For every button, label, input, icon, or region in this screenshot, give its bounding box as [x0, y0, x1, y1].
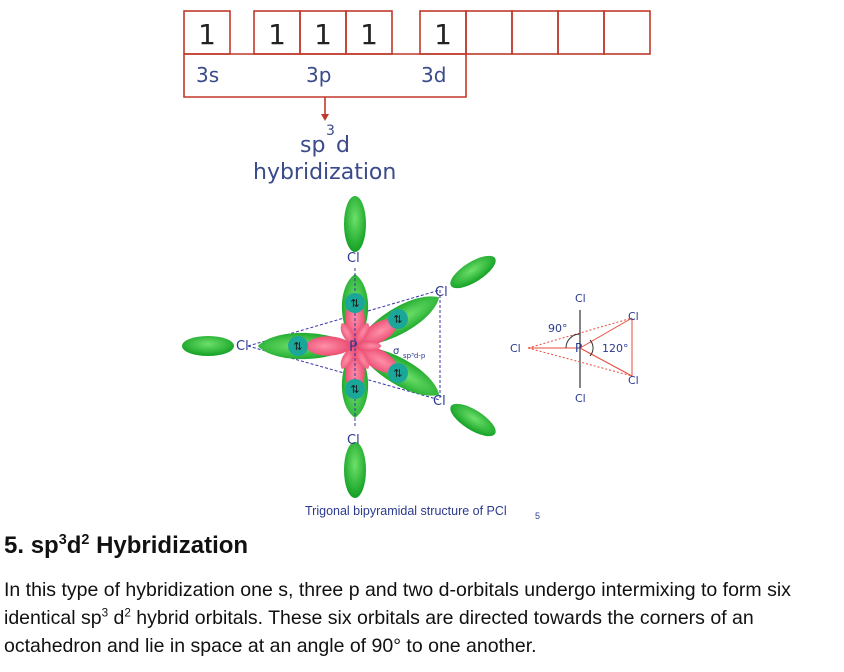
svg-text:sp³d-p: sp³d-p [403, 352, 426, 360]
electron-pair-lower-right: ⇅ [388, 363, 408, 383]
heading-sp: sp [30, 532, 59, 559]
label-3s: 3s [196, 63, 219, 87]
caption-main: Trigonal bipyramidal structure of PCl [305, 504, 507, 518]
diagram-canvas: 1 1 1 1 1 3s 3p 3d sp 3 d hybridization [182, 10, 651, 521]
electron-pair-upper-right: ⇅ [388, 309, 408, 329]
electron-3s: 1 [198, 18, 216, 51]
svg-text:⇅: ⇅ [350, 383, 359, 396]
cl-bottom-label: Cl [347, 433, 360, 448]
heading-number: 5. [4, 532, 25, 559]
para-sup-3: 3 [101, 606, 109, 620]
orbital-box-3d-3 [511, 10, 559, 55]
svg-text:σ: σ [393, 346, 400, 357]
electron-pairs: ⇅ ⇅ ⇅ ⇅ ⇅ [288, 293, 408, 399]
hybridization-arrow-head [321, 114, 329, 121]
orbital-box-3d-5 [603, 10, 651, 55]
electron-pair-left: ⇅ [288, 336, 308, 356]
hybrid-suffix: d [336, 133, 350, 158]
para-part-2: d [108, 607, 125, 629]
para-part-1: In this type of hybridization one s, thr… [4, 579, 791, 629]
angle-cl-lr: Cl [628, 374, 639, 387]
section-paragraph: In this type of hybridization one s, thr… [4, 576, 840, 660]
orbital-box-diagram [183, 10, 651, 121]
lobe-cl-ur-outer [450, 255, 496, 289]
cl-top-label: Cl [347, 251, 360, 266]
label-3d: 3d [421, 63, 446, 87]
label-3p: 3p [306, 63, 331, 87]
lobe-cl-lr-outer [450, 403, 496, 437]
central-atom-label: P [349, 339, 357, 355]
para-sup-2: 2 [124, 606, 131, 620]
para-part-3: hybrid orbitals. These six orbitals are … [4, 607, 754, 657]
caption-sub: 5 [535, 511, 540, 521]
svg-text:⇅: ⇅ [293, 340, 302, 353]
angle-cl-bottom: Cl [575, 392, 586, 405]
lobe-cl-top-outer [344, 196, 366, 252]
ligand-lobes [182, 196, 496, 498]
electron-3p-2: 1 [314, 18, 332, 51]
cl-ur-label: Cl [435, 285, 448, 300]
sigma-label: σ sp³d-p [393, 346, 426, 360]
svg-text:⇅: ⇅ [393, 313, 402, 326]
angle-cl-left: Cl [510, 342, 521, 355]
lobe-cl-bottom-outer [344, 442, 366, 498]
section-heading: 5. sp3d2 Hybridization [4, 532, 248, 560]
angle-cl-top: Cl [575, 292, 586, 305]
electron-3p-3: 1 [360, 18, 378, 51]
angle-90-label: 90° [548, 322, 568, 335]
cl-lr-label: Cl [433, 394, 446, 409]
lobe-cl-left-outer [182, 336, 234, 356]
hybrid-word: hybridization [253, 160, 396, 185]
svg-text:⇅: ⇅ [350, 297, 359, 310]
hybrid-sup: 3 [326, 123, 335, 139]
heading-d: d [66, 532, 82, 559]
electron-pair-top: ⇅ [345, 293, 365, 313]
electron-pair-bottom: ⇅ [345, 379, 365, 399]
cl-left-label: Cl [236, 339, 249, 354]
electron-3d-1: 1 [434, 18, 452, 51]
angle-cl-ur: Cl [628, 310, 639, 323]
pcl5-structure: ⇅ ⇅ ⇅ ⇅ ⇅ P Cl Cl Cl Cl [182, 196, 540, 521]
structure-caption: Trigonal bipyramidal structure of PCl 5 [305, 504, 540, 521]
orbital-box-3d-4 [557, 10, 605, 55]
hybrid-prefix: sp [300, 133, 325, 158]
angle-120-label: 120° [602, 342, 629, 355]
angle-diagram: Cl Cl Cl Cl Cl P 90° 120° [510, 292, 639, 405]
orbital-box-3d-2 [465, 10, 513, 55]
svg-text:⇅: ⇅ [393, 367, 402, 380]
angle-central-atom: P [575, 341, 582, 355]
heading-sup-2: 2 [81, 532, 90, 548]
electron-3p-1: 1 [268, 18, 286, 51]
hybridization-label: sp 3 d hybridization [253, 123, 396, 185]
heading-word: Hybridization [96, 532, 249, 559]
heading-sup-3: 3 [58, 532, 67, 548]
